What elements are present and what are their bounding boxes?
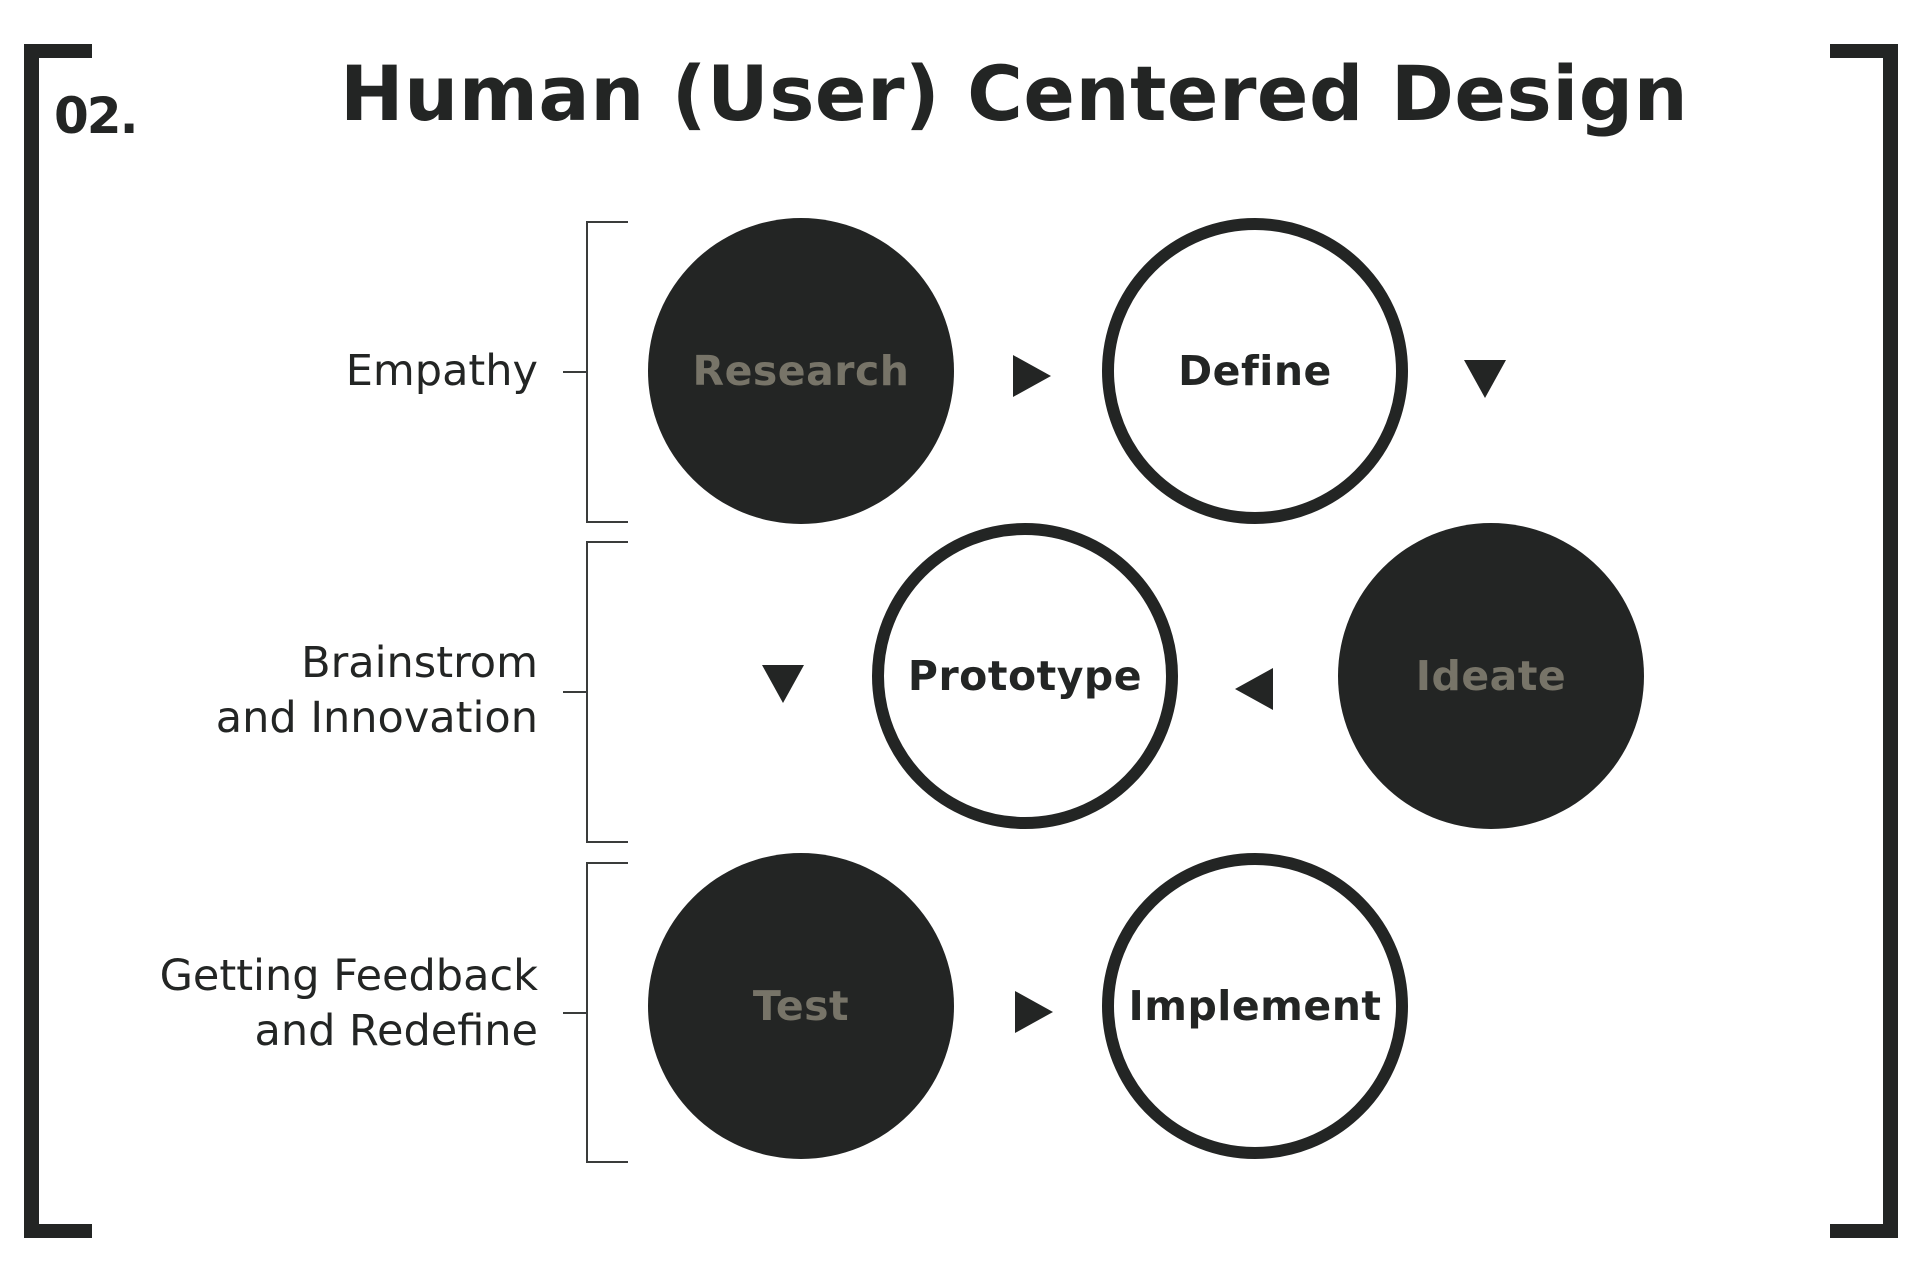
step-prototype: Prototype [872, 523, 1178, 829]
frame-bracket-right [1830, 44, 1898, 1238]
frame-bracket-left [24, 44, 92, 1238]
phase-label-feedback: Getting Feedback and Redefine [160, 949, 538, 1059]
group-bracket-feedback [586, 862, 628, 1163]
phase-label-empathy: Empathy [346, 344, 538, 399]
step-label: Research [692, 347, 910, 395]
phase-label-line: Brainstrom [301, 638, 538, 688]
right-arrow-icon [1013, 355, 1051, 397]
phase-label-line: and Redefine [254, 1006, 538, 1056]
phase-label-line: and Innovation [215, 693, 538, 743]
group-bracket-brainstorm [586, 541, 628, 843]
group-tick-brainstorm [563, 691, 586, 693]
phase-label-brainstorm: Brainstrom and Innovation [216, 636, 538, 746]
group-tick-empathy [563, 371, 586, 373]
step-implement: Implement [1102, 853, 1408, 1159]
step-label: Test [752, 982, 850, 1030]
section-number: 02. [54, 87, 139, 145]
down-arrow-icon [762, 665, 804, 703]
page-title: Human (User) Centered Design [340, 49, 1689, 138]
down-arrow-icon [1464, 360, 1506, 398]
phase-label-line: Getting Feedback [159, 951, 538, 1001]
step-research: Research [648, 218, 954, 524]
group-tick-feedback [563, 1012, 586, 1014]
step-label: Define [1178, 347, 1332, 395]
step-label: Ideate [1415, 652, 1567, 700]
left-arrow-icon [1235, 668, 1273, 710]
step-test: Test [648, 853, 954, 1159]
step-label: Implement [1128, 982, 1382, 1030]
step-define: Define [1102, 218, 1408, 524]
right-arrow-icon [1015, 991, 1053, 1033]
step-ideate: Ideate [1338, 523, 1644, 829]
phase-label-line: Empathy [345, 346, 538, 396]
step-label: Prototype [907, 652, 1143, 700]
group-bracket-empathy [586, 221, 628, 523]
